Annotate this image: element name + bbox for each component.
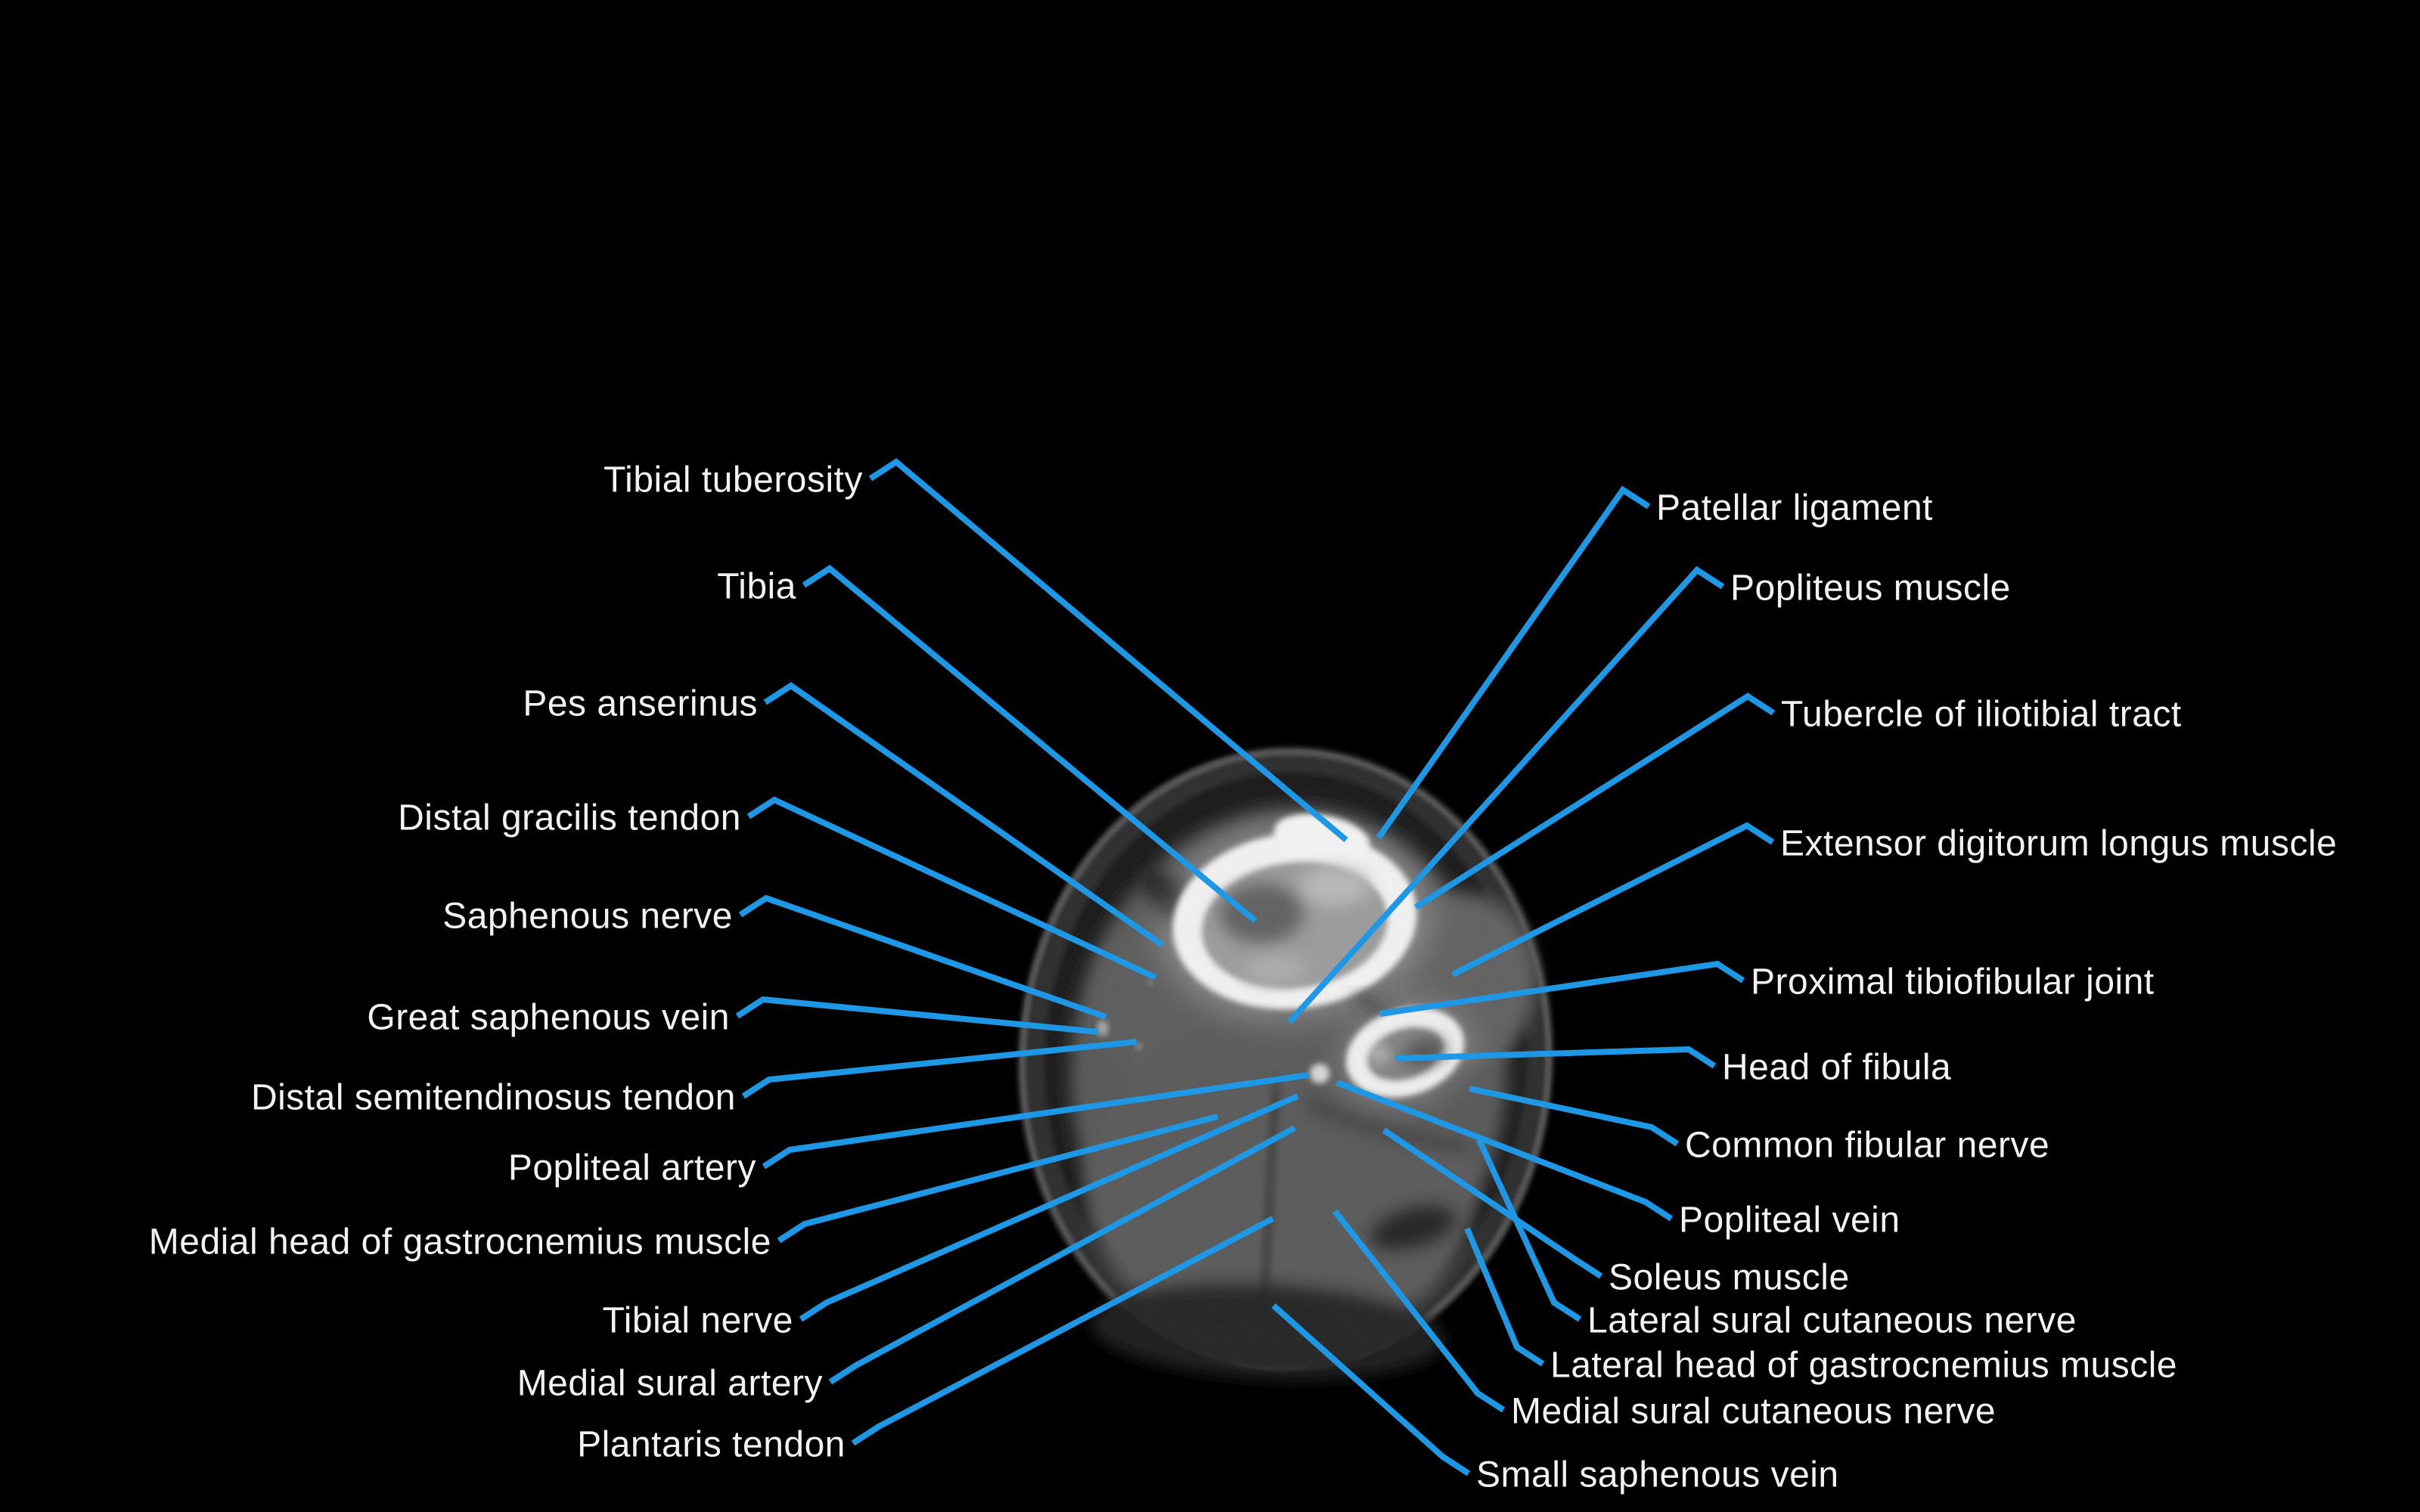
leader-line — [738, 894, 1107, 1020]
leader-line — [828, 1125, 1296, 1385]
anatomy-label-extensor-digitorum-longus-muscle: Extensor digitorum longus muscle — [1780, 823, 2338, 864]
anatomy-label-tibia: Tibia — [717, 566, 796, 607]
leader-line — [1287, 565, 1725, 1024]
leader-line — [1469, 1086, 1680, 1147]
leader-lines — [735, 458, 1776, 1476]
leader-line — [1413, 692, 1776, 910]
leader-line — [1395, 1046, 1717, 1069]
leader-line — [762, 1072, 1309, 1170]
anatomy-label-pes-anserinus: Pes anserinus — [523, 683, 758, 724]
leader-line — [1476, 1139, 1582, 1322]
anatomy-label-distal-semitendinosus-tendon: Distal semitendinosus tendon — [250, 1077, 736, 1118]
leader-line — [1271, 1303, 1471, 1476]
anatomy-label-popliteal-vein: Popliteal vein — [1679, 1200, 1900, 1241]
leader-line — [1464, 1227, 1545, 1367]
anatomy-label-head-of-fibula: Head of fibula — [1722, 1047, 1952, 1088]
leader-line — [1336, 1080, 1674, 1222]
leader-line — [1382, 1127, 1603, 1279]
anatomy-label-medial-sural-cutaneous-nerve: Medial sural cutaneous nerve — [1511, 1391, 1996, 1432]
anatomy-label-tibial-nerve: Tibial nerve — [602, 1300, 793, 1341]
leader-line — [777, 1114, 1219, 1244]
anatomy-label-patellar-ligament: Patellar ligament — [1656, 488, 1934, 528]
anatomy-label-soleus-muscle: Soleus muscle — [1609, 1257, 1850, 1298]
anatomy-label-saphenous-nerve: Saphenous nerve — [442, 896, 733, 937]
anatomy-label-tibial-tuberosity: Tibial tuberosity — [603, 460, 863, 500]
anatomy-label-lateral-sural-cutaneous-nerve: Lateral sural cutaneous nerve — [1587, 1300, 2077, 1341]
anatomy-label-proximal-tibiofibular-joint: Proximal tibiofibular joint — [1751, 962, 2155, 1002]
anatomy-label-tubercle-of-iliotibial-tract: Tubercle of iliotibial tract — [1781, 694, 2182, 735]
anatomy-label-distal-gracilis-tendon: Distal gracilis tendon — [398, 798, 741, 838]
leader-line — [741, 1039, 1137, 1099]
anatomy-label-lateral-head-of-gastrocnemius-muscle: Lateral head of gastrocnemius muscle — [1550, 1345, 2178, 1386]
anatomy-label-medial-head-of-gastrocnemius-muscle: Medial head of gastrocnemius muscle — [148, 1222, 771, 1263]
anatomy-label-great-saphenous-vein: Great saphenous vein — [367, 997, 730, 1038]
leader-line — [851, 1216, 1274, 1446]
ct-noise-texture — [1019, 748, 1552, 1371]
leader-line — [802, 565, 1258, 924]
leader-line — [1451, 822, 1775, 978]
leader-line — [1332, 1209, 1506, 1413]
anatomy-label-popliteus-muscle: Popliteus muscle — [1730, 568, 2011, 609]
leader-line — [868, 458, 1348, 843]
leader-line — [799, 1093, 1299, 1322]
leader-line — [1379, 960, 1745, 1017]
anatomy-label-plantaris-tendon: Plantaris tendon — [577, 1424, 845, 1465]
leader-line — [735, 996, 1099, 1035]
anatomy-label-common-fibular-nerve: Common fibular nerve — [1685, 1125, 2050, 1166]
leader-line — [746, 796, 1157, 981]
anatomy-label-small-saphenous-vein: Small saphenous vein — [1476, 1455, 1839, 1495]
leader-line — [763, 682, 1165, 948]
anatomy-label-popliteal-artery: Popliteal artery — [507, 1148, 756, 1188]
leader-line — [1376, 485, 1651, 840]
anatomy-label-medial-sural-artery: Medial sural artery — [517, 1363, 823, 1404]
